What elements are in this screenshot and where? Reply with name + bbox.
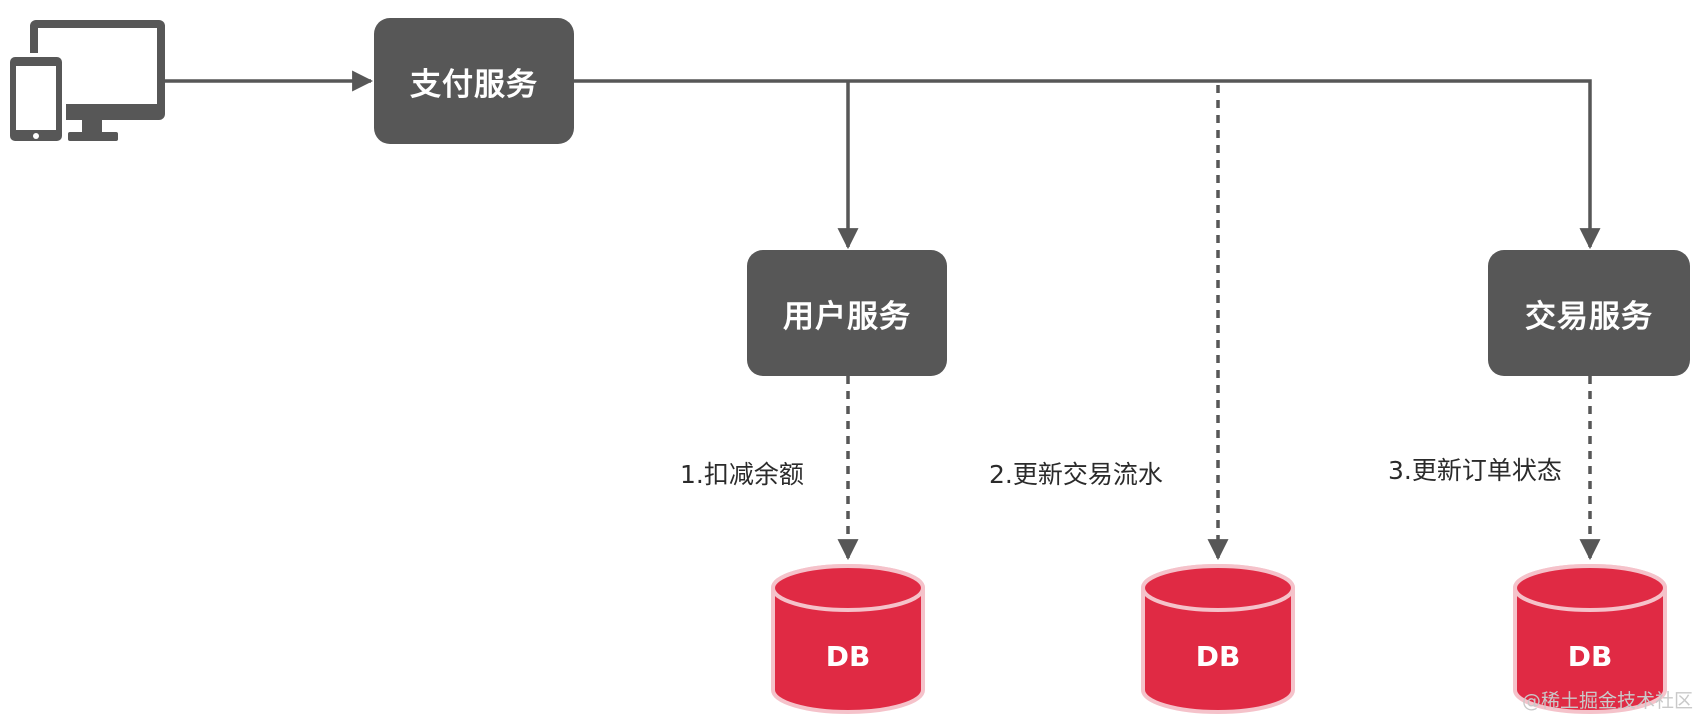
db-label-1: DB: [825, 640, 871, 673]
user-service-label: 用户服务: [783, 298, 911, 335]
watermark: @稀土掘金技术社区: [1521, 690, 1693, 712]
devices-icon: [6, 20, 165, 145]
trade-service-label: 交易服务: [1525, 298, 1653, 335]
payment-service-box: 支付服务: [374, 18, 574, 144]
trade-service-box: 交易服务: [1488, 250, 1690, 376]
step-label-1: 1.扣减余额: [680, 460, 804, 489]
db-cylinder-2: [1141, 564, 1295, 714]
db-label-2: DB: [1195, 640, 1241, 673]
step-label-3: 3.更新订单状态: [1388, 456, 1562, 485]
db-cylinder-1: [771, 564, 925, 714]
step-label-2: 2.更新交易流水: [989, 460, 1163, 489]
payment-to-trade-connector: [573, 79, 1601, 250]
db-label-3: DB: [1567, 640, 1613, 673]
payment-service-label: 支付服务: [410, 66, 538, 103]
db-cylinder-3: [1513, 564, 1667, 714]
user-service-box: 用户服务: [747, 250, 947, 376]
